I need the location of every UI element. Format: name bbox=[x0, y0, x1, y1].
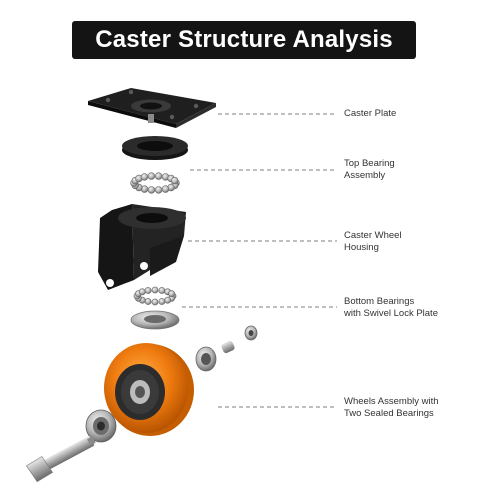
caster-plate-part bbox=[88, 88, 216, 128]
bearing-ball bbox=[169, 291, 175, 297]
wheel-part bbox=[104, 343, 194, 436]
axle-bolt-part bbox=[26, 431, 99, 482]
bearing-ball bbox=[141, 174, 148, 181]
axle-spacer-part bbox=[196, 326, 257, 371]
label-wheel-assembly: Wheels Assembly with Two Sealed Bearings bbox=[344, 396, 439, 420]
bearing-ball bbox=[148, 173, 155, 180]
label-top-bearing: Top Bearing Assembly bbox=[344, 158, 395, 182]
bearing-ball bbox=[155, 187, 162, 194]
bearing-ball bbox=[171, 177, 178, 184]
label-bottom-bearing: Bottom Bearings with Swivel Lock Plate bbox=[344, 296, 438, 320]
label-housing: Caster Wheel Housing bbox=[344, 230, 402, 254]
caster-housing-part bbox=[98, 204, 186, 290]
bearing-ball bbox=[148, 187, 155, 194]
sealed-bearing-part bbox=[86, 410, 116, 442]
bearing-ball bbox=[152, 299, 158, 305]
bearing-ball bbox=[155, 173, 162, 180]
bearing-ball bbox=[145, 287, 151, 293]
bearing-ball bbox=[165, 297, 171, 303]
top-bearing-race-part bbox=[122, 136, 188, 160]
bearing-ball bbox=[159, 287, 165, 293]
label-caster-plate: Caster Plate bbox=[344, 108, 396, 120]
bearing-ball bbox=[145, 298, 151, 304]
bearing-ball bbox=[152, 287, 158, 293]
swivel-lock-plate-part bbox=[131, 311, 179, 329]
bottom-ball-ring-part bbox=[134, 287, 176, 305]
top-ball-ring-part bbox=[131, 173, 180, 194]
bearing-ball bbox=[159, 298, 165, 304]
bearing-ball bbox=[139, 289, 145, 295]
bearing-ball bbox=[162, 186, 169, 193]
